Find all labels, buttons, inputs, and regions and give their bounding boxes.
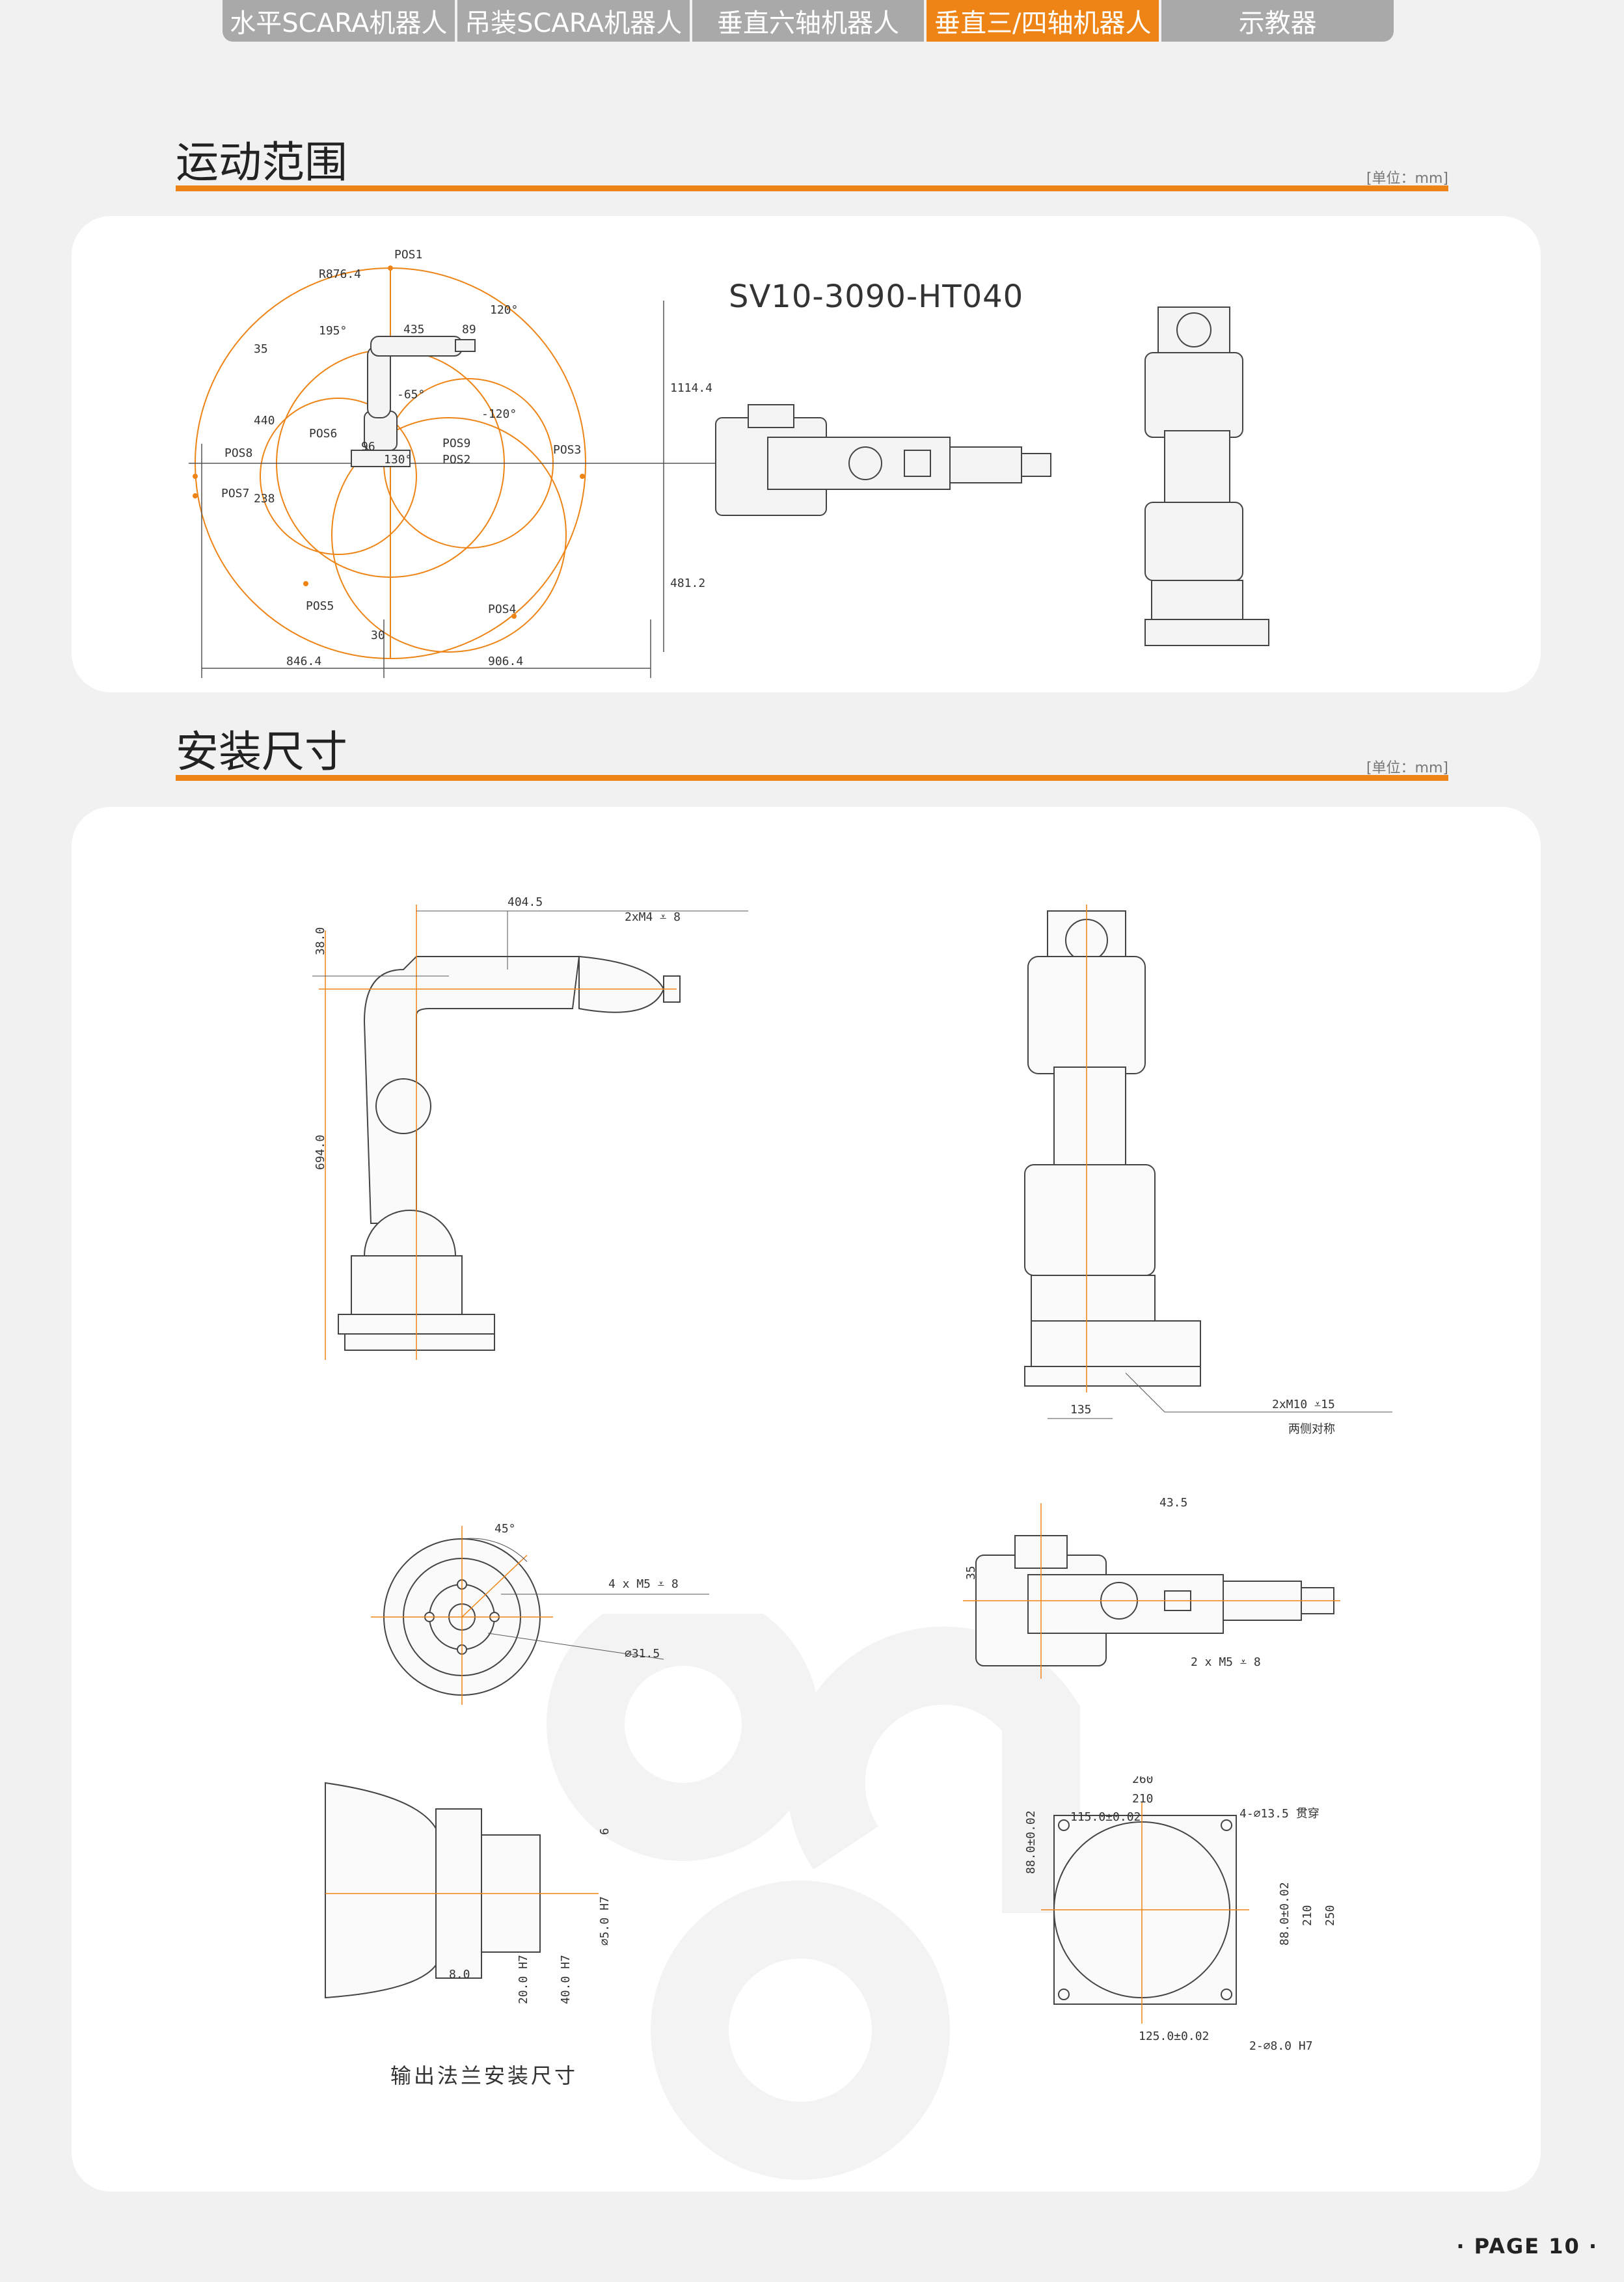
unit-note: [单位：mm]	[1366, 760, 1448, 776]
label-pos7: POS7	[221, 487, 249, 500]
section-divider	[176, 185, 1448, 191]
label-dim-238: 238	[254, 492, 275, 506]
brand-watermark	[547, 1614, 1080, 2180]
label-angle-minus-120: -120°	[481, 407, 517, 421]
unit-note: [单位：mm]	[1366, 170, 1448, 187]
label-dim-260: 260	[1132, 1776, 1154, 1786]
label-angle-45: 45°	[494, 1522, 516, 1536]
label-dim-115: 115.0±0.02	[1070, 1810, 1141, 1824]
label-dim-8: 8.0	[449, 1968, 470, 1981]
label-dim-906: 906.4	[488, 655, 523, 668]
label-h7-5: ∅5.0 H7	[598, 1896, 612, 1946]
label-dim-88a: 88.0±0.02	[1024, 1810, 1038, 1874]
label-hole-m5-top: 2 x M5 ⩡ 8	[1191, 1655, 1261, 1669]
label-dim-89: 89	[462, 323, 476, 336]
flange-caption: 输出法兰安装尺寸	[390, 2063, 578, 2088]
section-divider	[176, 775, 1448, 781]
flange-front-view: 45° 4 x M5 ⩡ 8 ∅31.5	[371, 1522, 709, 1705]
label-dim-210v: 210	[1301, 1905, 1314, 1926]
label-dim-125: 125.0±0.02	[1139, 2030, 1209, 2043]
label-diameter-31: ∅31.5	[625, 1647, 660, 1661]
label-hole-m10: 2xM10 ⩡15	[1272, 1398, 1335, 1411]
model-number: SV10-3090-HT040	[729, 278, 1024, 315]
label-angle-195: 195°	[319, 324, 347, 338]
label-through-holes: 4-∅13.5 贯穿	[1239, 1807, 1320, 1821]
label-pos4: POS4	[488, 603, 516, 616]
label-angle-130: 130°	[384, 453, 412, 467]
label-dim-30: 30	[371, 629, 385, 642]
label-pos5: POS5	[306, 599, 334, 613]
tab-teach-pendant[interactable]: 示教器	[1161, 0, 1394, 42]
label-dim-481: 481.2	[670, 577, 705, 590]
label-dim-35b: 35	[964, 1566, 978, 1580]
label-pos2: POS2	[442, 453, 470, 467]
label-dim-88b: 88.0±0.02	[1278, 1882, 1292, 1946]
label-angle-minus-65: -65°	[397, 388, 425, 401]
label-pos6: POS6	[309, 427, 337, 441]
label-dim-6: 6	[598, 1828, 612, 1835]
label-pos3: POS3	[553, 443, 581, 457]
robot-top-view	[715, 404, 1051, 516]
label-hole-m4: 2xM4 ⩡ 8	[625, 910, 681, 924]
label-angle-120: 120°	[490, 303, 518, 317]
base-mounting-view: 260 210 115.0±0.02 4-∅13.5 贯穿 88.0±0.02 …	[1024, 1776, 1337, 2053]
top-view-drawing: 43.5 35 2 x M5 ⩡ 8	[963, 1496, 1340, 1679]
label-dim-440: 440	[254, 414, 275, 428]
label-dim-846: 846.4	[286, 655, 321, 668]
label-dim-250: 250	[1323, 1905, 1337, 1926]
tab-six-axis[interactable]: 垂直六轴机器人	[692, 0, 925, 42]
label-dim-694: 694.0	[314, 1135, 327, 1170]
label-pos8: POS8	[224, 446, 252, 460]
label-symmetric-note: 两侧对称	[1288, 1422, 1335, 1436]
label-dim-38: 38.0	[314, 927, 327, 955]
motion-range-panel: SV10-3090-HT040	[72, 216, 1541, 692]
label-dim-435: 435	[403, 323, 425, 336]
label-pos1: POS1	[394, 248, 422, 262]
label-dim-210: 210	[1132, 1792, 1154, 1806]
flange-section-view: 8.0 20.0 H7 40.0 H7 ∅5.0 H7 6	[325, 1782, 612, 2004]
label-h7-20: 20.0 H7	[517, 1955, 530, 2004]
section-title-motion-range: 运动范围	[176, 137, 347, 187]
label-dim-1114: 1114.4	[670, 381, 712, 395]
tab-hanging-scara[interactable]: 吊装SCARA机器人	[457, 0, 690, 42]
label-dim-404: 404.5	[508, 895, 543, 909]
label-dim-135: 135	[1070, 1403, 1092, 1417]
section-title-installation: 安装尺寸	[176, 727, 347, 777]
installation-panel: 404.5 2xM4 ⩡ 8 38.0 694.0 135 2xM10 ⩡15 …	[72, 807, 1541, 2192]
tab-three-four-axis[interactable]: 垂直三/四轴机器人	[927, 0, 1159, 42]
robot-side-view	[1144, 306, 1269, 646]
tab-horizontal-scara[interactable]: 水平SCARA机器人	[223, 0, 455, 42]
label-pin-hole: 2-∅8.0 H7	[1249, 2039, 1313, 2053]
page-number: · PAGE 10 ·	[1456, 2234, 1598, 2259]
product-category-tabs: 水平SCARA机器人 吊装SCARA机器人 垂直六轴机器人 垂直三/四轴机器人 …	[223, 0, 1394, 42]
label-pos9: POS9	[442, 437, 470, 450]
front-view-drawing: 404.5 2xM4 ⩡ 8 38.0 694.0	[312, 895, 748, 1360]
label-radius: R876.4	[319, 267, 361, 281]
label-dim-96: 96	[361, 440, 375, 454]
side-view-drawing: 135 2xM10 ⩡15 两侧对称	[1024, 904, 1392, 1436]
motion-range-drawing: R876.4 POS1 POS2 POS3 POS4 POS5 POS6 POS…	[189, 248, 722, 678]
label-dim-43: 43.5	[1159, 1496, 1187, 1510]
label-hole-m5-flange: 4 x M5 ⩡ 8	[608, 1577, 679, 1591]
label-h7-40: 40.0 H7	[559, 1955, 573, 2004]
label-dim-35: 35	[254, 342, 268, 356]
